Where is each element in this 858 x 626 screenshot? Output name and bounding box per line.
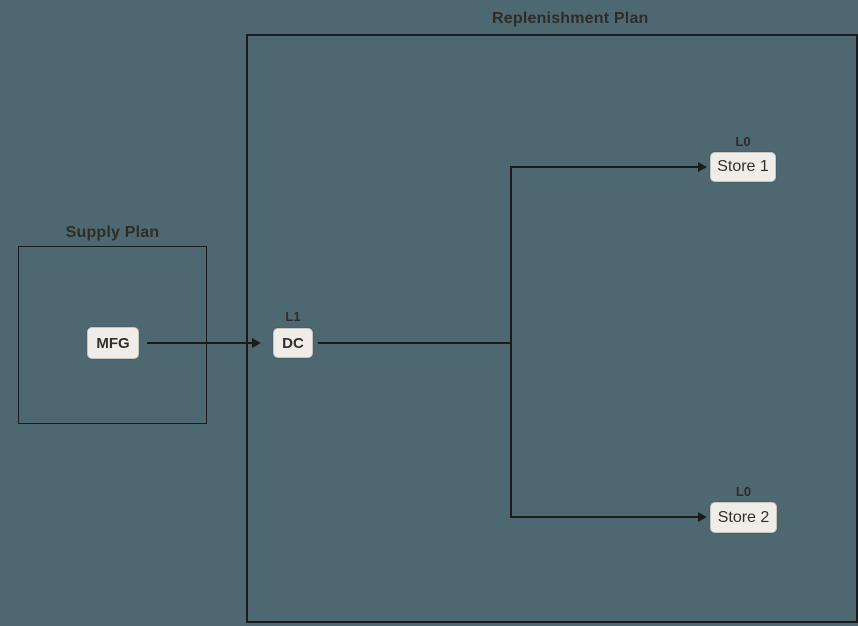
node-store1: Store 1: [710, 152, 776, 182]
edge-dc-to-junction: [318, 342, 512, 344]
node-dc: DC: [273, 328, 313, 358]
level-label-dc: L1: [285, 309, 301, 324]
replenishment-plan-title: Replenishment Plan: [492, 10, 649, 27]
supply-plan-region: [18, 246, 207, 424]
node-mfg: MFG: [87, 327, 139, 359]
supply-plan-title: Supply Plan: [65, 224, 160, 241]
node-dc-label: DC: [282, 334, 304, 352]
arrowhead-to-store2-icon: [698, 512, 707, 522]
arrowhead-to-store1-icon: [698, 162, 707, 172]
node-store1-label: Store 1: [717, 158, 769, 175]
node-mfg-label: MFG: [96, 334, 130, 352]
arrowhead-mfg-to-dc-icon: [252, 338, 261, 348]
level-label-store2: L0: [735, 484, 752, 499]
edge-mfg-to-dc: [147, 342, 253, 344]
edge-dc-to-store2: [511, 516, 699, 518]
node-store2: Store 2: [710, 502, 777, 533]
node-store2-label: Store 2: [717, 508, 770, 526]
level-label-store1: L0: [735, 134, 751, 149]
edge-dc-to-store1: [511, 166, 699, 168]
replenishment-plan-region: [246, 34, 858, 623]
edge-junction-vertical: [510, 166, 512, 518]
